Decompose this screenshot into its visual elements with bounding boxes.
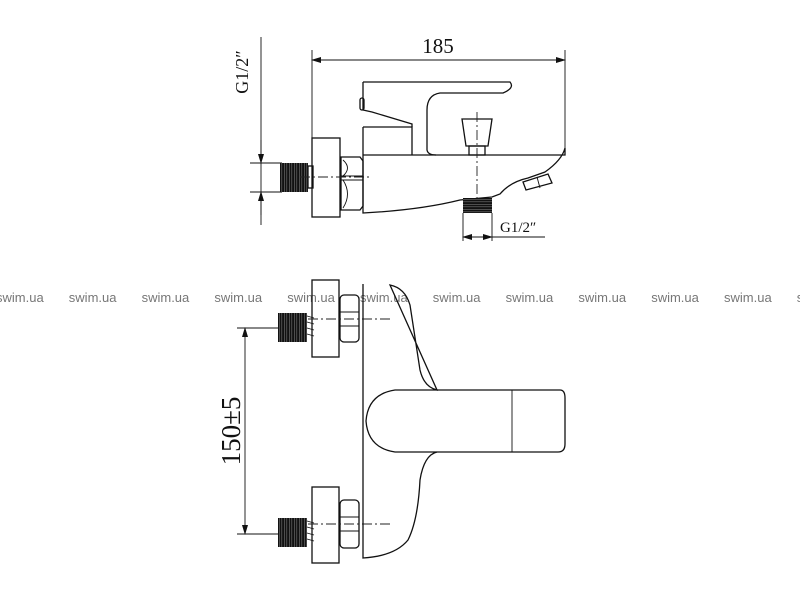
watermark-text: swim.ua: [433, 290, 481, 305]
watermark-text: swim.ua: [69, 290, 117, 305]
outlet-thread-label: G1/2″: [500, 220, 536, 236]
watermark-text: swim.ua: [651, 290, 699, 305]
front-view: 150±5: [216, 279, 566, 564]
width-dimension-label: 185: [422, 34, 454, 58]
watermark-text: swim.ua: [578, 290, 626, 305]
threaded-nipple-bottom: [278, 518, 307, 547]
threaded-nipple-top: [278, 313, 307, 342]
watermark-text: swim.ua: [797, 290, 800, 305]
inlet-spacing-label: 150±5: [216, 397, 246, 466]
watermark-text: swim.ua: [0, 290, 44, 305]
inlet-thread-dimension: G1/2″: [232, 37, 282, 225]
wall-flange-top: [311, 279, 340, 358]
wall-flange-bottom: [311, 486, 340, 564]
wall-flange: [311, 137, 341, 218]
side-view: 185 G1/2″: [232, 34, 566, 241]
hex-nut: [340, 156, 364, 211]
faucet-body-front: [362, 284, 439, 559]
watermark-text: swim.ua: [360, 290, 408, 305]
faucet-body: [362, 127, 566, 214]
width-dimension: 185: [311, 34, 566, 152]
hex-nut-top: [339, 294, 360, 343]
watermark-text: swim.ua: [214, 290, 262, 305]
lever-handle-front: [365, 389, 566, 453]
outlet-thread-dimension: G1/2″: [462, 213, 545, 241]
inlet-spacing-dimension: 150±5: [216, 327, 278, 535]
watermark-text: swim.ua: [506, 290, 554, 305]
watermark-text: swim.ua: [724, 290, 772, 305]
threaded-nipple: [280, 163, 308, 192]
watermark-text: swim.ua: [142, 290, 190, 305]
inlet-thread-label: G1/2″: [232, 50, 252, 94]
outlet-thread: [463, 198, 492, 213]
watermark-row: swim.ua swim.ua swim.ua swim.ua swim.ua swim.…: [0, 290, 800, 305]
lever-handle: [363, 81, 513, 156]
